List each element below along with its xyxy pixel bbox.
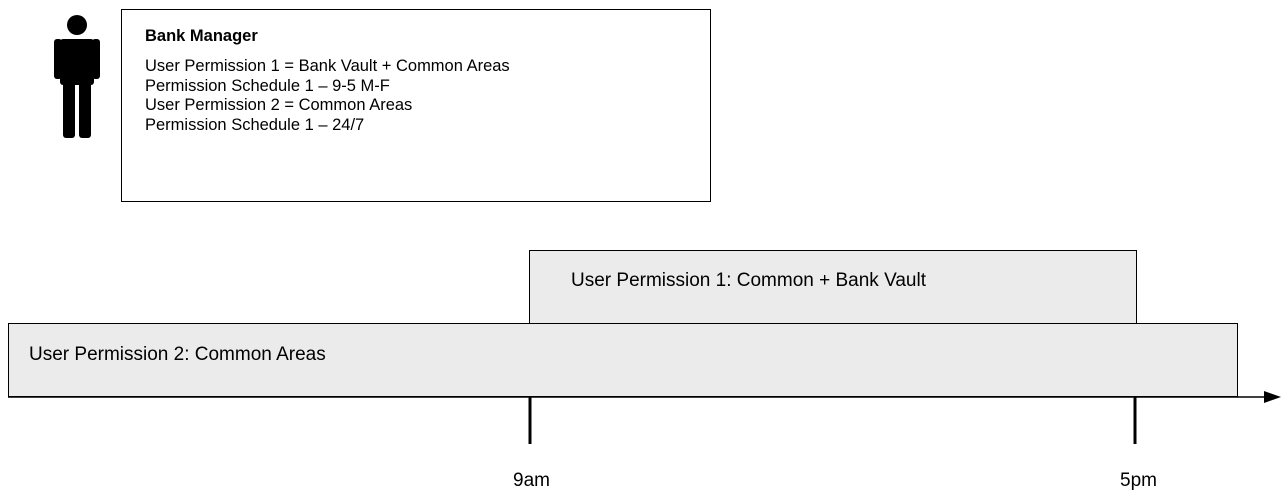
permission-schedule-1-line: Permission Schedule 1 – 9-5 M-F <box>145 76 390 95</box>
permission-schedule-2-line: Permission Schedule 1 – 24/7 <box>145 115 365 134</box>
person-icon <box>54 15 100 138</box>
tick-label-5pm: 5pm <box>1120 470 1157 491</box>
arrowhead-icon <box>1264 391 1281 403</box>
permission-2-bar: User Permission 2: Common Areas <box>8 323 1238 397</box>
bank-manager-info-box: Bank Manager User Permission 1 = Bank Va… <box>121 9 711 202</box>
user-permission-1-line: User Permission 1 = Bank Vault + Common … <box>145 57 510 75</box>
info-title: Bank Manager <box>145 27 258 45</box>
permission-1-label: User Permission 1: Common + Bank Vault <box>571 270 926 291</box>
user-permission-2-line: User Permission 2 = Common Areas <box>145 96 413 114</box>
tick-label-9am: 9am <box>513 470 550 491</box>
permission-1-bar: User Permission 1: Common + Bank Vault <box>529 250 1137 324</box>
permission-2-label: User Permission 2: Common Areas <box>29 344 326 365</box>
